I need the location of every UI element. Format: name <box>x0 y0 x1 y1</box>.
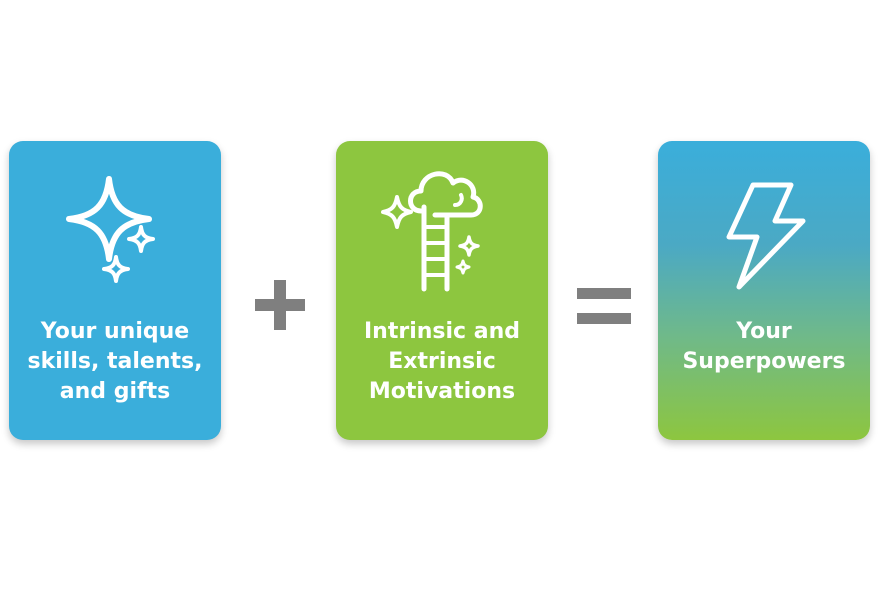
card-motivations: Intrinsic and Extrinsic Motivations <box>336 141 548 440</box>
lightning-bolt-icon <box>726 182 806 290</box>
card-skills-text: Your unique skills, talents, and gifts <box>9 317 221 407</box>
plus-icon <box>255 280 305 330</box>
card-superpowers-line-2: Superpowers <box>682 349 846 374</box>
card-motivations-text: Intrinsic and Extrinsic Motivations <box>336 317 548 407</box>
card-superpowers-text: Your Superpowers <box>658 317 870 377</box>
card-superpowers-line-1: Your <box>736 319 792 344</box>
card-motivations-line-3: Motivations <box>368 379 516 404</box>
card-skills-line-1: Your unique <box>40 319 190 344</box>
card-motivations-line-1: Intrinsic and <box>363 319 520 344</box>
sparkles-icon <box>66 176 155 283</box>
card-superpowers: Your Superpowers <box>658 141 870 440</box>
card-motivations-line-2: Extrinsic <box>388 349 496 374</box>
card-skills: Your unique skills, talents, and gifts <box>9 141 221 440</box>
ladder-to-cloud-icon <box>381 171 483 292</box>
card-skills-line-3: and gifts <box>59 379 171 404</box>
equals-icon <box>577 288 631 324</box>
card-skills-line-2: skills, talents, <box>27 349 203 374</box>
